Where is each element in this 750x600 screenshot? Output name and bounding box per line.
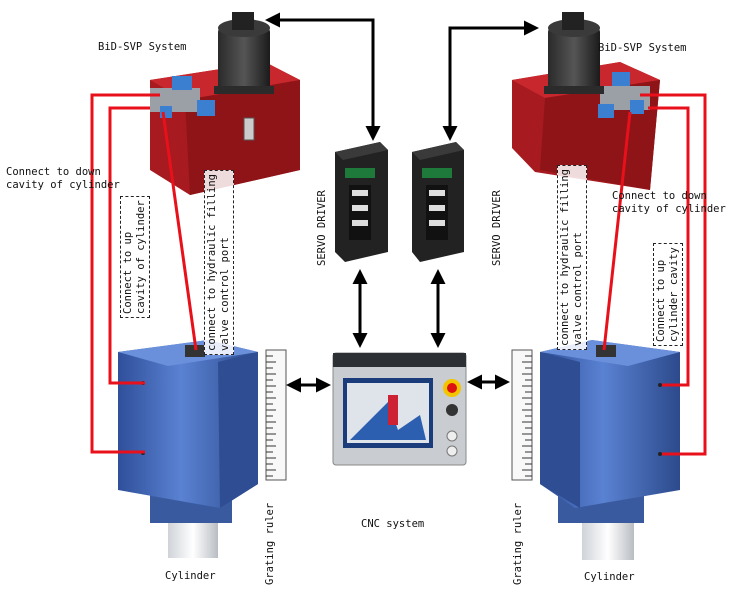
cylinder-left bbox=[118, 340, 258, 558]
cylinder-label-right: Cylinder bbox=[584, 571, 635, 583]
system-label-right: BiD-SVP System bbox=[598, 42, 687, 54]
cnc-system-label: CNC system bbox=[361, 518, 425, 530]
grating-ruler-left bbox=[265, 349, 287, 481]
filling-port-label-left: connect to hydraulic filling valve contr… bbox=[204, 169, 234, 355]
hydraulic-pump-right bbox=[512, 12, 660, 190]
servo-driver-label-right: SERVO DRIVER bbox=[491, 190, 503, 266]
connect-up-label-right: Connect to up cylinder cavity bbox=[653, 243, 683, 346]
grating-ruler-label-left: Grating ruler bbox=[264, 502, 276, 585]
hydraulic-pump-left bbox=[150, 12, 300, 195]
servo-motor-icon bbox=[214, 12, 274, 94]
hydraulic-lines-right bbox=[602, 93, 707, 456]
cylinder-label-left: Cylinder bbox=[165, 570, 216, 582]
servo-driver-label-left: SERVO DRIVER bbox=[316, 190, 328, 266]
grating-ruler-label-right: Grating ruler bbox=[512, 502, 524, 585]
hydraulic-lines-left bbox=[90, 93, 198, 454]
cylinder-right bbox=[540, 340, 680, 560]
connect-down-label-right: Connect to down cavity of cylinder bbox=[612, 190, 726, 215]
signal-arrows bbox=[265, 12, 539, 393]
filling-port-label-right: connect to hydraulic filling valve contr… bbox=[557, 164, 587, 350]
servo-motor-icon bbox=[544, 12, 604, 94]
grating-ruler-right bbox=[511, 349, 533, 481]
cnc-panel-icon bbox=[332, 352, 467, 466]
servo-driver-left bbox=[335, 142, 388, 262]
system-label-left: BiD-SVP System bbox=[98, 41, 187, 53]
connect-up-label-left: Connect to up cavity of cylinder bbox=[120, 196, 150, 318]
servo-driver-right bbox=[412, 142, 464, 262]
hydraulic-valve-block-right bbox=[598, 72, 650, 118]
connect-down-label-left: Connect to down cavity of cylinder bbox=[6, 166, 120, 191]
